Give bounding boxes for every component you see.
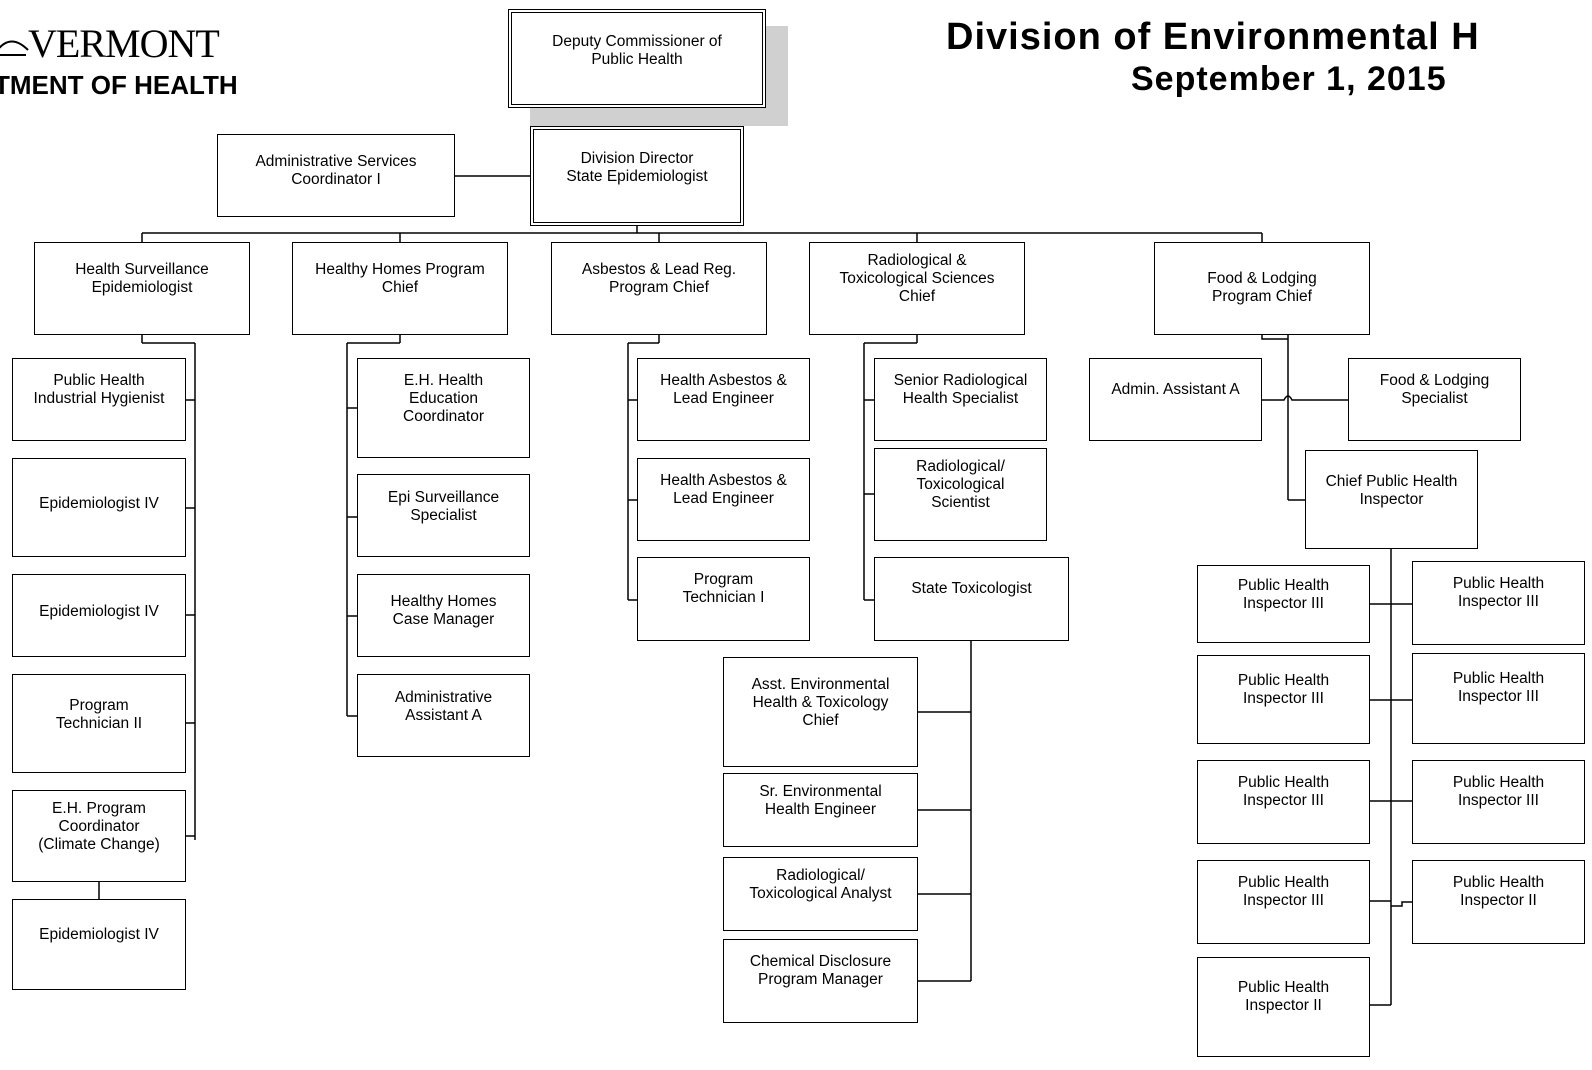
senior-radiological-specialist-box: Senior Radiological Health Specialist <box>874 358 1047 441</box>
division-director-box: Division Director State Epidemiologist <box>530 126 744 226</box>
page-title: Division of Environmental H <box>946 16 1480 58</box>
asbestos-lead-chief-box: Asbestos & Lead Reg. Program Chief <box>551 242 767 335</box>
epidemiologist-iv-box: Epidemiologist IV <box>12 899 186 990</box>
food-lodging-chief-box: Food & Lodging Program Chief <box>1154 242 1370 335</box>
radiological-tox-scientist-box: Radiological/ Toxicological Scientist <box>874 448 1047 541</box>
asst-environmental-health-chief-box: Asst. Environmental Health & Toxicology … <box>723 657 918 767</box>
public-health-inspector-iii-box: Public Health Inspector III <box>1197 860 1370 944</box>
asbestos-lead-engineer-box: Health Asbestos & Lead Engineer <box>637 358 810 441</box>
healthy-homes-case-manager-box: Healthy Homes Case Manager <box>357 574 530 657</box>
chemical-disclosure-manager-box: Chemical Disclosure Program Manager <box>723 939 918 1023</box>
public-health-inspector-iii-box: Public Health Inspector III <box>1197 655 1370 744</box>
public-health-inspector-iii-box: Public Health Inspector III <box>1412 760 1585 844</box>
health-surveillance-chief-box: Health Surveillance Epidemiologist <box>34 242 250 335</box>
program-technician-ii-box: Program Technician II <box>12 674 186 773</box>
radiological-tox-chief-box: Radiological & Toxicological Sciences Ch… <box>809 242 1025 335</box>
page-date: September 1, 2015 <box>1131 60 1447 98</box>
chief-public-health-inspector-box: Chief Public Health Inspector <box>1305 450 1478 549</box>
public-health-inspector-ii-box: Public Health Inspector II <box>1412 860 1585 944</box>
logo-org-name: VERMONT <box>28 21 220 66</box>
sr-environmental-health-engineer-box: Sr. Environmental Health Engineer <box>723 773 918 847</box>
public-health-inspector-iii-box: Public Health Inspector III <box>1197 760 1370 844</box>
administrative-assistant-box: Administrative Assistant A <box>357 674 530 757</box>
eh-health-education-coordinator-box: E.H. Health Education Coordinator <box>357 358 530 458</box>
public-health-inspector-ii-box: Public Health Inspector II <box>1197 957 1370 1057</box>
logo-department: TMENT OF HEALTH <box>0 70 238 100</box>
program-technician-i-box: Program Technician I <box>637 557 810 641</box>
epidemiologist-iv-box: Epidemiologist IV <box>12 458 186 557</box>
asbestos-lead-engineer-box: Health Asbestos & Lead Engineer <box>637 458 810 541</box>
admin-assistant-a-box: Admin. Assistant A <box>1089 358 1262 441</box>
deputy-commissioner-box: Deputy Commissioner of Public Health <box>508 9 766 108</box>
healthy-homes-chief-box: Healthy Homes Program Chief <box>292 242 508 335</box>
state-toxicologist-box: State Toxicologist <box>874 557 1069 641</box>
epidemiologist-iv-box: Epidemiologist IV <box>12 574 186 657</box>
admin-services-coordinator-box: Administrative Services Coordinator I <box>217 134 455 217</box>
radiological-tox-analyst-box: Radiological/ Toxicological Analyst <box>723 857 918 931</box>
public-health-inspector-iii-box: Public Health Inspector III <box>1412 653 1585 744</box>
eh-program-coordinator-box: E.H. Program Coordinator (Climate Change… <box>12 790 186 882</box>
public-health-inspector-iii-box: Public Health Inspector III <box>1197 565 1370 643</box>
public-health-inspector-iii-box: Public Health Inspector III <box>1412 561 1585 645</box>
epi-surveillance-specialist-box: Epi Surveillance Specialist <box>357 474 530 557</box>
industrial-hygienist-box: Public Health Industrial Hygienist <box>12 358 186 441</box>
vermont-logo-mark-icon <box>0 40 29 56</box>
food-lodging-specialist-box: Food & Lodging Specialist <box>1348 358 1521 441</box>
